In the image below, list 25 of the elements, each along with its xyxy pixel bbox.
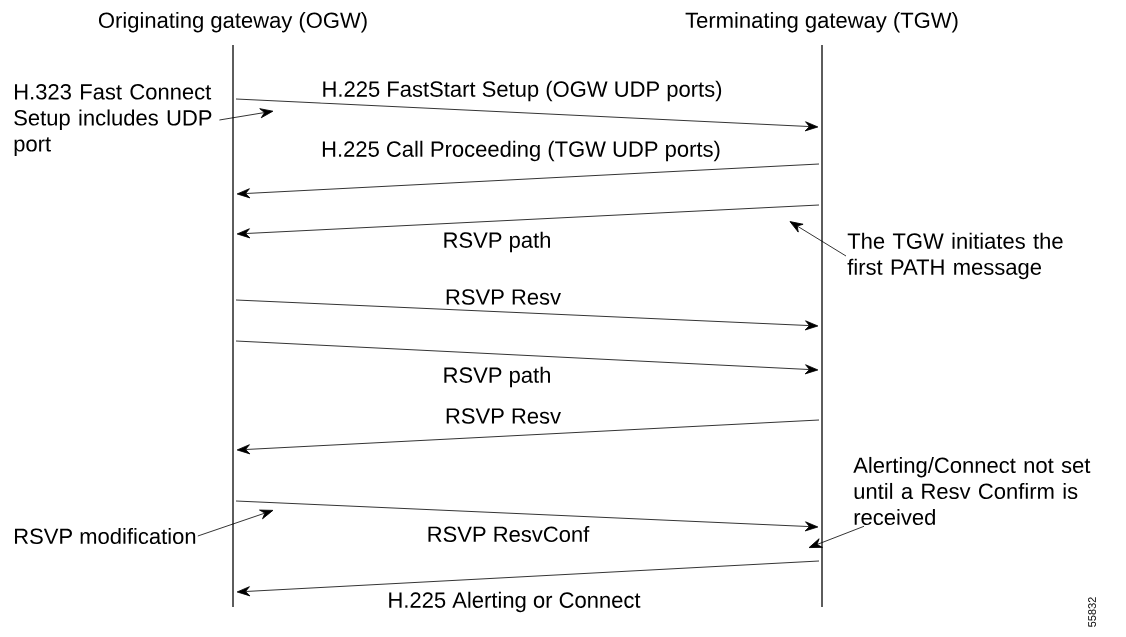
- message-label: H.225 Call Proceeding (TGW UDP ports): [320, 139, 722, 163]
- message-label: RSVP path: [441, 230, 553, 254]
- leader-line: [197, 509, 274, 537]
- message-arrow: [236, 163, 820, 199]
- message-arrow: [236, 560, 820, 597]
- message-arrow: [236, 204, 820, 239]
- message-arrow: [235, 500, 819, 532]
- message-arrow: [236, 419, 820, 455]
- annotation-text: Alerting/Connect not set until a Resv Confirm is received: [853, 456, 1091, 526]
- message-label: RSVP ResvConf: [425, 524, 591, 544]
- message-label: RSVP Resv: [443, 288, 563, 306]
- leader-line: [808, 525, 865, 548]
- leader-line: [789, 221, 847, 257]
- message-label: H.225 FastStart Setup (OGW UDP ports): [320, 79, 724, 103]
- message-arrow: [235, 340, 819, 375]
- annotation-text: RSVP modification: [15, 527, 196, 545]
- message-label: RSVP path: [441, 365, 553, 389]
- annotation-text: The TGW initiates the first PATH message: [847, 232, 1063, 280]
- annotation-text: H.323 Fast Connect Setup includes UDP port: [14, 84, 212, 156]
- message-arrow: [235, 98, 819, 132]
- message-arrow: [235, 299, 819, 331]
- message-label: H.225 Alerting or Connect: [386, 590, 642, 614]
- leader-line: [219, 108, 274, 121]
- message-label: RSVP Resv: [443, 407, 563, 425]
- figure-number: 55832: [1088, 597, 1096, 627]
